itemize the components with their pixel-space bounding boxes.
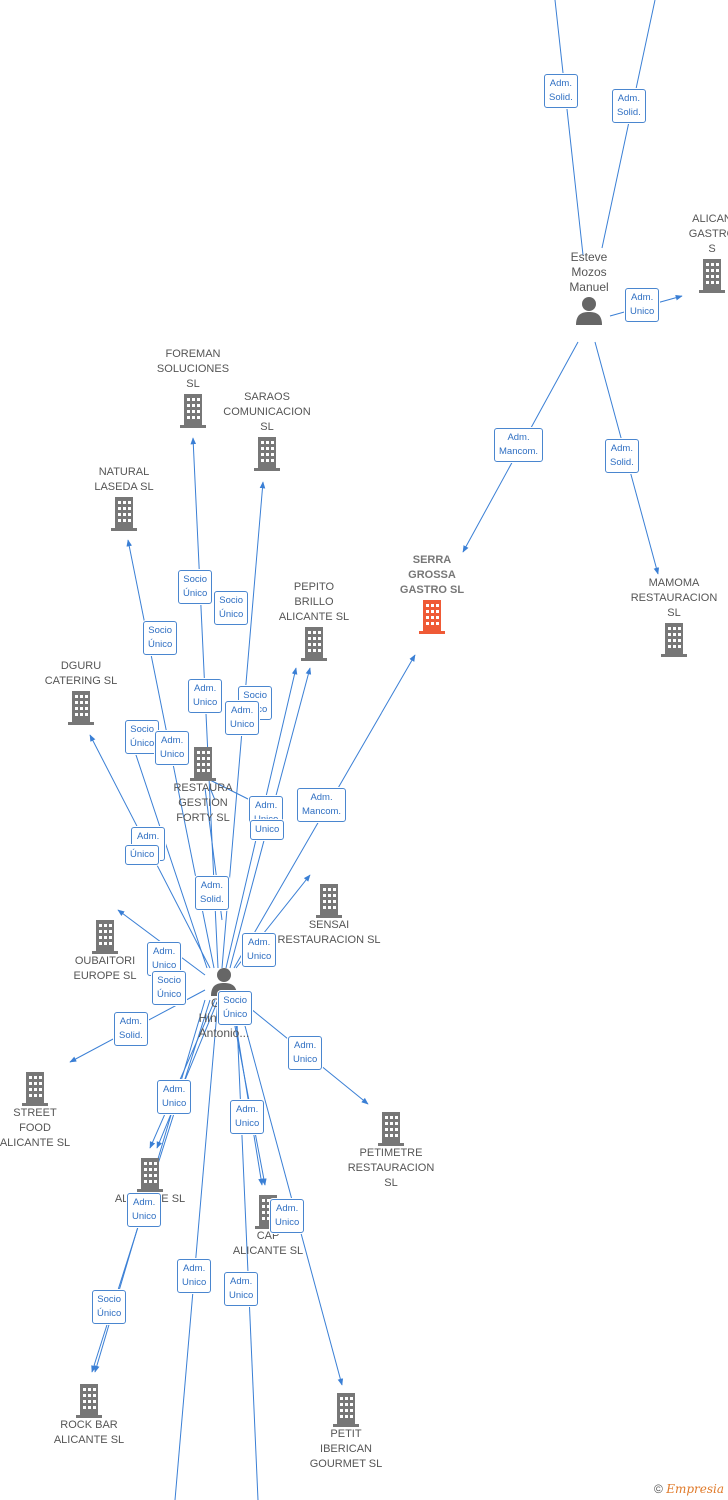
- edge-role-label[interactable]: Socio Único: [92, 1290, 127, 1324]
- edge-role-label[interactable]: Adm. Mancom.: [494, 428, 544, 462]
- edge-role-label[interactable]: Adm. Unico: [225, 701, 260, 735]
- edge-role-label[interactable]: Socio Único: [178, 570, 213, 604]
- brand-logo: Empresia: [666, 1482, 724, 1496]
- company-label: CAP ALICANTE SL: [232, 1230, 304, 1257]
- company-label: NATURAL LASEDA SL: [94, 466, 154, 493]
- company-node-dguru[interactable]: DGURU CATERING SL: [26, 659, 136, 725]
- edge-role-label[interactable]: Adm. Unico: [242, 933, 277, 967]
- company-label: MAMOMA RESTAURACION SL: [630, 577, 718, 619]
- company-node-natural[interactable]: NATURAL LASEDA SL: [69, 465, 179, 531]
- edge-role-label[interactable]: Adm. Unico: [224, 1272, 259, 1306]
- edge-role-label[interactable]: Socio Único: [125, 720, 160, 754]
- edge-role-label[interactable]: Adm. Solid.: [605, 439, 639, 473]
- company-label: PETIT IBERICAN GOURMET SL: [309, 1428, 383, 1470]
- edge-role-label[interactable]: Adm. Unico: [157, 1080, 192, 1114]
- company-label: SENSAI RESTAURACION SL: [277, 919, 381, 946]
- company-node-petimetre[interactable]: PETIMETRE RESTAURACION SL: [336, 1110, 446, 1191]
- edge-role-label[interactable]: Socio Único: [152, 971, 187, 1005]
- person-icon: [576, 297, 602, 325]
- person-node-esteve[interactable]: Esteve Mozos Manuel: [544, 250, 634, 325]
- building-icon: [180, 394, 206, 428]
- building-icon: [137, 1158, 163, 1192]
- company-label: DGURU CATERING SL: [44, 660, 118, 687]
- company-node-oubaitori[interactable]: OUBAITORI EUROPE SL: [50, 918, 160, 984]
- edge-role-label[interactable]: Adm. Unico: [155, 731, 190, 765]
- edge-role-label[interactable]: Adm. Solid.: [114, 1012, 148, 1046]
- company-node-pepito[interactable]: PEPITO BRILLO ALICANTE SL: [259, 580, 369, 661]
- company-label: ALICAN GASTRO S: [688, 213, 728, 255]
- building-icon: [22, 1072, 48, 1106]
- building-icon: [68, 691, 94, 725]
- copyright-symbol: ©: [654, 1482, 663, 1496]
- company-node-sensai[interactable]: SENSAI RESTAURACION SL: [274, 882, 384, 948]
- edge-role-label[interactable]: Adm. Solid.: [612, 89, 646, 123]
- company-label: PETIMETRE RESTAURACION SL: [347, 1147, 435, 1189]
- edge-role-label[interactable]: Adm. Mancom.: [297, 788, 347, 822]
- edge-line: [235, 999, 259, 1500]
- company-node-petit[interactable]: PETIT IBERICAN GOURMET SL: [291, 1391, 401, 1472]
- edge-line: [125, 724, 208, 969]
- company-node-serra[interactable]: SERRA GROSSA GASTRO SL: [377, 553, 487, 634]
- edge-line: [237, 999, 344, 1386]
- building-icon: [254, 437, 280, 471]
- company-node-cap[interactable]: CAP ALICANTE SL: [213, 1193, 323, 1259]
- footer-credit: © Empresia: [654, 1482, 724, 1496]
- company-label: ROCK BAR ALICANTE SL: [53, 1419, 125, 1446]
- edge-role-label[interactable]: Socio Único: [214, 591, 249, 625]
- edge-role-label[interactable]: Socio Único: [143, 621, 178, 655]
- company-node-alicantegastro[interactable]: ALICAN GASTRO S: [657, 212, 728, 293]
- company-label: FOREMAN SOLUCIONES SL: [156, 348, 230, 390]
- company-node-saraos[interactable]: SARAOS COMUNICACION SL: [212, 390, 322, 471]
- company-node-foreman[interactable]: FOREMAN SOLUCIONES SL: [138, 347, 248, 428]
- building-icon: [699, 259, 725, 293]
- edge-role-label[interactable]: Unico: [250, 820, 285, 840]
- edge-role-label[interactable]: Adm. Unico: [127, 1193, 162, 1227]
- building-icon: [661, 623, 687, 657]
- building-icon: [316, 884, 342, 918]
- building-icon: [190, 747, 216, 781]
- company-node-streetfood[interactable]: STREET FOOD ALICANTE SL: [0, 1070, 90, 1151]
- edge-line: [554, 0, 584, 256]
- edge-line: [601, 0, 656, 249]
- company-label: PEPITO BRILLO ALICANTE SL: [278, 581, 350, 623]
- edge-role-label[interactable]: Adm. Solid.: [195, 876, 229, 910]
- company-label: OUBAITORI EUROPE SL: [73, 955, 137, 982]
- building-icon: [419, 600, 445, 634]
- company-label: RESTAURA GESTION FORTY SL: [173, 782, 233, 824]
- edge-role-label[interactable]: Adm. Unico: [270, 1199, 305, 1233]
- building-icon: [333, 1393, 359, 1427]
- building-icon: [301, 627, 327, 661]
- edge-role-label[interactable]: Adm. Unico: [288, 1036, 323, 1070]
- company-label: STREET FOOD ALICANTE SL: [0, 1107, 71, 1149]
- company-node-mamoma[interactable]: MAMOMA RESTAURACION SL: [619, 576, 728, 657]
- edge-role-label[interactable]: Único: [125, 845, 160, 865]
- edge-role-label[interactable]: Adm. Unico: [625, 288, 660, 322]
- edge-role-label[interactable]: Adm. Unico: [147, 942, 182, 976]
- company-node-rockbar[interactable]: ROCK BAR ALICANTE SL: [34, 1382, 144, 1448]
- person-label: Esteve Mozos Manuel: [569, 250, 609, 294]
- company-label: SARAOS COMUNICACION SL: [223, 391, 311, 433]
- building-icon: [76, 1384, 102, 1418]
- edge-role-label[interactable]: Adm. Unico: [188, 679, 223, 713]
- edge-role-label[interactable]: Adm. Unico: [230, 1100, 265, 1134]
- building-icon: [378, 1112, 404, 1146]
- edge-line: [149, 999, 216, 1149]
- edge-role-label[interactable]: Adm. Solid.: [544, 74, 578, 108]
- company-node-restaura[interactable]: RESTAURA GESTION FORTY SL: [148, 745, 258, 826]
- edge-line: [156, 999, 219, 1149]
- edge-line: [174, 999, 219, 1500]
- edge-role-label[interactable]: Socio Único: [218, 991, 253, 1025]
- edge-role-label[interactable]: Adm. Unico: [177, 1259, 212, 1293]
- building-icon: [111, 497, 137, 531]
- building-icon: [92, 920, 118, 954]
- edge-line: [209, 787, 216, 801]
- company-label: SERRA GROSSA GASTRO SL: [399, 554, 465, 596]
